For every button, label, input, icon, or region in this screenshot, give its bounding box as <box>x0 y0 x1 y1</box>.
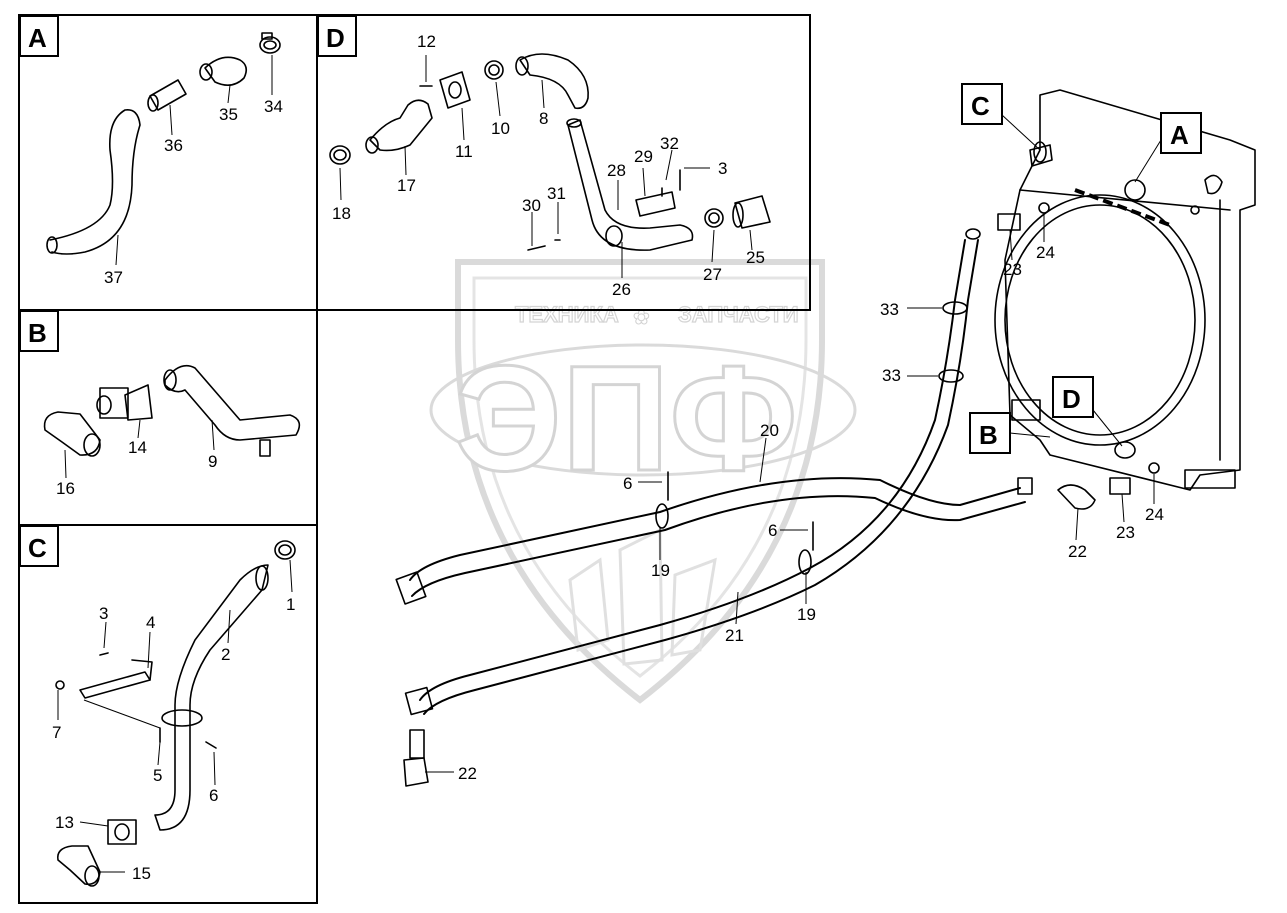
svg-text:C: C <box>971 91 990 121</box>
part-label-10: 10 <box>491 119 510 138</box>
part-label-24-right: 24 <box>1145 505 1164 524</box>
part-label-36: 36 <box>164 136 183 155</box>
panel-c-tag: C <box>19 525 59 567</box>
part-label-29: 29 <box>634 147 653 166</box>
svg-text:D: D <box>1062 384 1081 414</box>
part-label-22-bottom: 22 <box>458 764 477 783</box>
part-label-14: 14 <box>128 438 147 457</box>
svg-text:B: B <box>28 318 47 348</box>
part-label-32: 32 <box>660 134 679 153</box>
watermark: ТЕХНИКА ✿ ЗАПЧАСТИ ЭПФ <box>429 259 857 704</box>
callout-a: A <box>1134 112 1202 183</box>
part-label-37: 37 <box>104 268 123 287</box>
panel-d-parts: 12 11 10 8 18 17 32 29 3 28 31 30 26 27 … <box>329 32 771 299</box>
watermark-text-right: ЗАПЧАСТИ <box>678 302 799 327</box>
part-label-28: 28 <box>607 161 626 180</box>
part-label-23-top: 23 <box>1003 260 1022 279</box>
part-label-22-right: 22 <box>1068 542 1087 561</box>
callout-c: C <box>961 83 1041 151</box>
part-label-21: 21 <box>725 626 744 645</box>
svg-text:A: A <box>1170 120 1189 150</box>
part-label-26: 26 <box>612 280 631 299</box>
watermark-logo-text: ЭПФ <box>455 334 798 502</box>
part-label-19-b: 19 <box>797 605 816 624</box>
part-label-5: 5 <box>153 766 162 785</box>
watermark-gear-icon: ✿ <box>633 307 650 329</box>
hose-lines <box>395 202 1160 787</box>
part-label-4: 4 <box>146 613 155 632</box>
part-label-25: 25 <box>746 248 765 267</box>
part-label-13: 13 <box>55 813 74 832</box>
callout-b: B <box>969 412 1051 454</box>
svg-text:D: D <box>326 23 345 53</box>
part-label-8: 8 <box>539 109 548 128</box>
panel-c-parts: 1 2 3 4 7 5 6 13 15 <box>52 540 296 887</box>
part-label-24-top: 24 <box>1036 243 1055 262</box>
main-labels: 23 24 33 33 20 6 6 19 19 21 22 23 24 22 <box>425 214 1164 783</box>
part-label-12: 12 <box>417 32 436 51</box>
part-label-33-b: 33 <box>882 366 901 385</box>
part-label-35: 35 <box>219 105 238 124</box>
part-label-34: 34 <box>264 97 283 116</box>
part-label-31: 31 <box>547 184 566 203</box>
part-label-6-a: 6 <box>623 474 632 493</box>
part-label-23-right: 23 <box>1116 523 1135 542</box>
part-label-18: 18 <box>332 204 351 223</box>
part-label-20: 20 <box>760 421 779 440</box>
part-label-7: 7 <box>52 723 61 742</box>
part-label-17: 17 <box>397 176 416 195</box>
svg-text:A: A <box>28 23 47 53</box>
part-label-3: 3 <box>718 159 727 178</box>
panel-b-tag: B <box>19 310 59 352</box>
panel-d-frame <box>316 14 811 311</box>
panel-b-parts: 14 9 16 <box>43 364 301 498</box>
part-label-2: 2 <box>221 645 230 664</box>
panel-c-frame <box>18 524 318 904</box>
part-label-6: 6 <box>209 786 218 805</box>
svg-text:B: B <box>979 420 998 450</box>
watermark-text-left: ТЕХНИКА <box>515 302 619 327</box>
part-label-16: 16 <box>56 479 75 498</box>
panel-a-parts: 34 35 36 37 <box>46 32 283 287</box>
part-label-3: 3 <box>99 604 108 623</box>
part-label-19-a: 19 <box>651 561 670 580</box>
radiator-assembly <box>994 89 1256 491</box>
panel-d-tag: D <box>317 15 357 57</box>
callout-d: D <box>1052 376 1123 447</box>
part-label-11: 11 <box>455 142 473 161</box>
part-label-30: 30 <box>522 196 541 215</box>
part-label-9: 9 <box>208 452 217 471</box>
panel-a-tag: A <box>19 15 59 57</box>
part-label-15: 15 <box>132 864 151 883</box>
part-label-6-b: 6 <box>768 521 777 540</box>
part-label-27: 27 <box>703 265 722 284</box>
svg-text:C: C <box>28 533 47 563</box>
part-label-1: 1 <box>286 595 295 614</box>
part-label-33-a: 33 <box>880 300 899 319</box>
